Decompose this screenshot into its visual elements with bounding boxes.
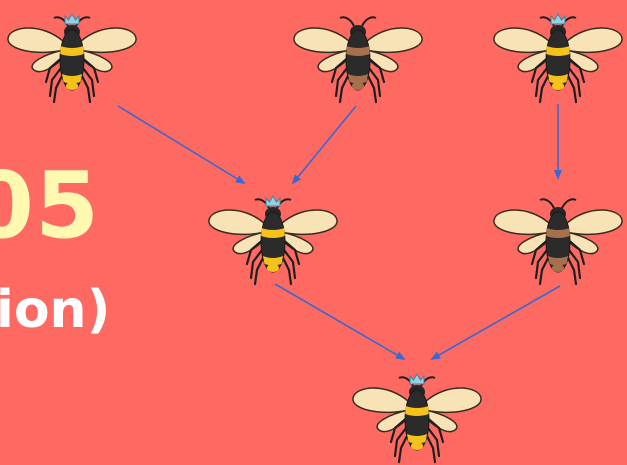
bee-6-queen-icon — [352, 373, 482, 464]
bee-1-queen-icon — [7, 13, 137, 104]
bee-4-queen-icon — [208, 195, 338, 286]
bee-3-queen-icon — [493, 13, 623, 104]
arrow-bee-5-to-bee-6 — [430, 285, 561, 360]
arrow-bee-4-to-bee-6 — [274, 283, 406, 361]
arrow-bee-1-to-bee-4 — [117, 105, 246, 185]
bee-5-drone-icon — [493, 198, 623, 286]
big-number-text: 05 — [0, 152, 101, 259]
subtitle-text: ion) — [0, 280, 111, 340]
arrow-bee-2-to-bee-4 — [291, 105, 357, 185]
bee-2-drone-icon — [293, 16, 423, 104]
bees-layer — [7, 13, 623, 464]
edges-layer — [117, 104, 562, 361]
